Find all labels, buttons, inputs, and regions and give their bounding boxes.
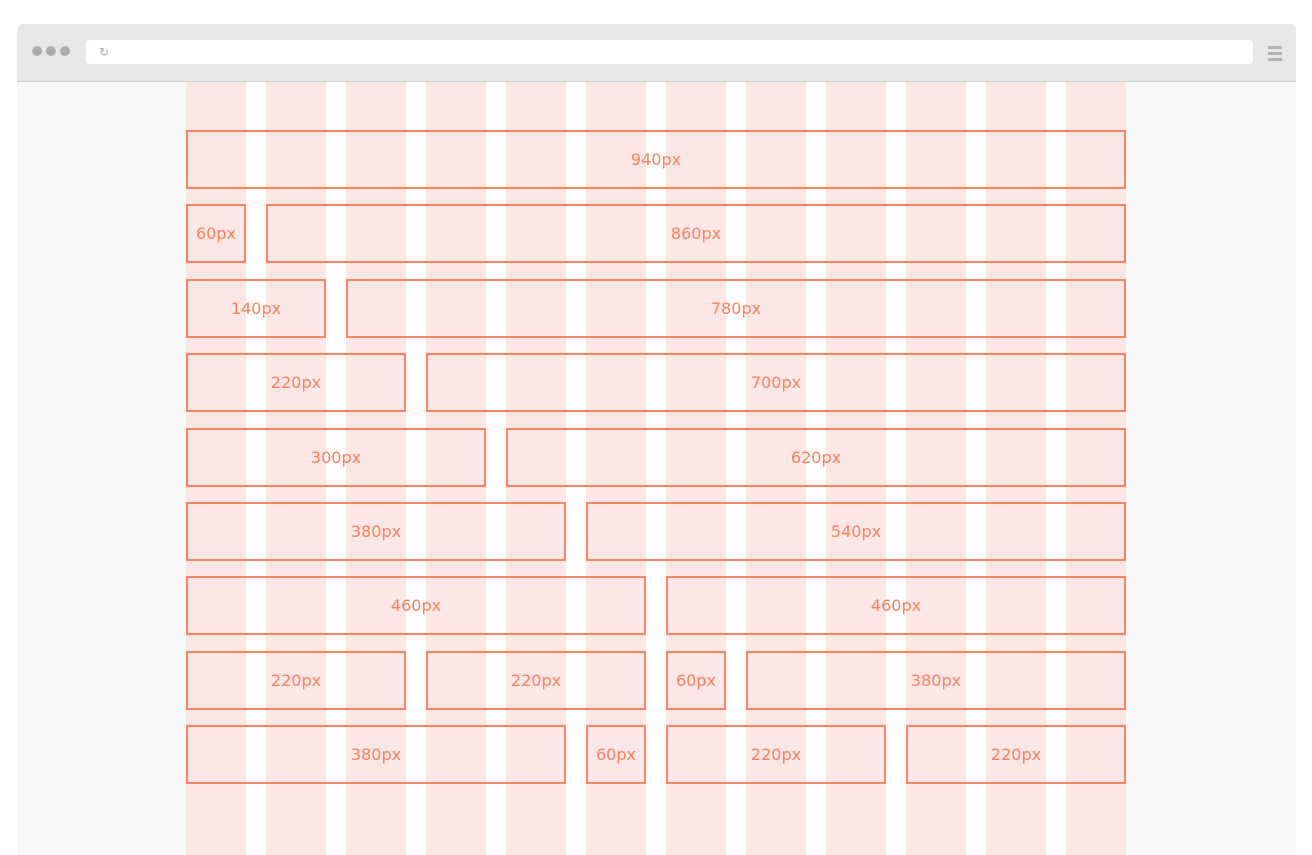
grid-block: 220px xyxy=(186,650,406,710)
grid-block: 220px xyxy=(186,353,406,413)
window-dot-icon[interactable] xyxy=(60,46,70,56)
grid-block-label: 60px xyxy=(196,224,236,244)
hamburger-menu-icon[interactable] xyxy=(1268,46,1282,64)
grid-block-label: 380px xyxy=(350,745,402,765)
grid-block-label: 380px xyxy=(350,522,402,541)
grid-block: 60px xyxy=(186,204,246,264)
grid-block: 700px xyxy=(426,353,1126,413)
grid-block-label: 220px xyxy=(510,670,562,690)
grid-block: 140px xyxy=(186,278,326,338)
grid-block-label: 460px xyxy=(390,596,442,616)
grid-block: 460px xyxy=(186,576,646,636)
grid-block: 460px xyxy=(666,576,1126,636)
grid-block-label: 380px xyxy=(910,670,962,690)
grid-block-label: 780px xyxy=(710,298,762,318)
window-dot-icon[interactable] xyxy=(32,46,42,56)
grid-block: 540px xyxy=(586,502,1126,561)
reload-icon[interactable]: ↻ xyxy=(99,45,110,59)
window-controls xyxy=(32,46,70,56)
grid-block-label: 140px xyxy=(230,298,282,318)
grid-block-label: 700px xyxy=(750,373,802,393)
grid-block-label: 220px xyxy=(270,373,322,393)
grid-block-label: 220px xyxy=(750,745,802,765)
grid-block: 380px xyxy=(186,725,566,785)
grid-block-label: 60px xyxy=(596,745,636,765)
grid-block-label: 220px xyxy=(270,670,322,690)
grid-block-label: 940px xyxy=(630,150,682,169)
grid-block: 300px xyxy=(186,427,486,487)
grid-block-label: 60px xyxy=(676,670,716,690)
browser-toolbar: ↻ xyxy=(17,24,1296,82)
grid-block: 220px xyxy=(906,725,1126,785)
grid-block: 780px xyxy=(346,278,1126,338)
grid-block: 380px xyxy=(186,502,566,561)
grid-block: 940px xyxy=(186,130,1126,189)
grid-block-label: 540px xyxy=(830,522,882,541)
window-dot-icon[interactable] xyxy=(46,46,56,56)
grid-block: 60px xyxy=(586,725,646,785)
grid-block: 620px xyxy=(506,427,1126,487)
grid-diagram: 940px 60px 860px 140px 780px 220px 700px 300px 6… xyxy=(186,82,1126,855)
grid-block-label: 620px xyxy=(790,447,842,467)
grid-block-label: 460px xyxy=(870,596,922,616)
browser-window: ↻ 940px 60px 860px 140px 780px 220px 700px 300p… xyxy=(17,24,1296,855)
grid-block-label: 220px xyxy=(990,745,1042,765)
grid-block-label: 300px xyxy=(310,447,362,467)
grid-block: 380px xyxy=(746,650,1126,710)
grid-block: 220px xyxy=(666,725,886,785)
address-bar[interactable]: ↻ xyxy=(86,40,1253,64)
grid-block: 60px xyxy=(666,650,726,710)
grid-block: 220px xyxy=(426,650,646,710)
grid-block: 860px xyxy=(266,204,1126,264)
grid-block-label: 860px xyxy=(670,224,722,244)
